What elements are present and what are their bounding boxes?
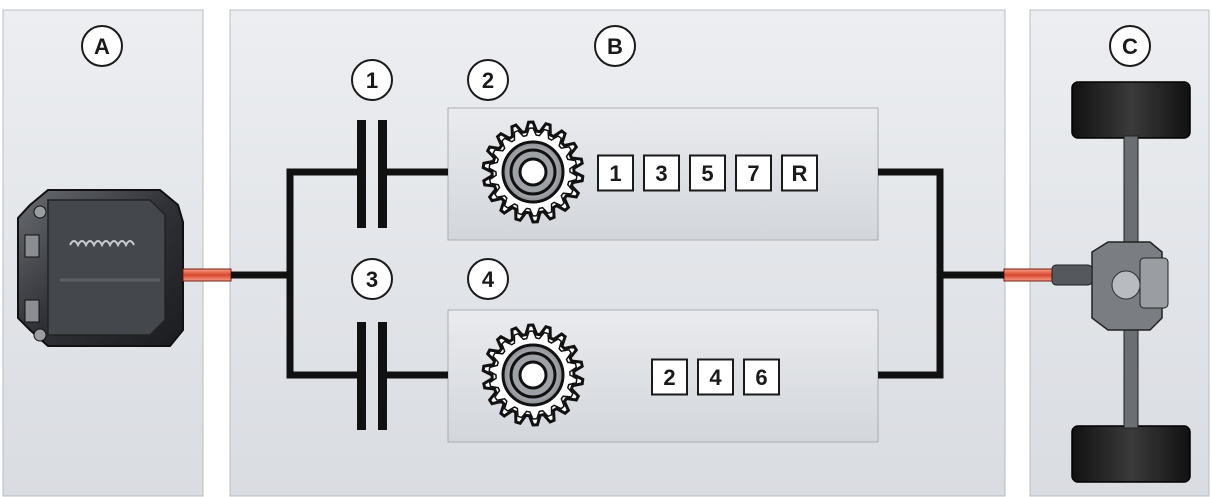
gear-box-label: 5 bbox=[701, 161, 713, 186]
engine-coupling bbox=[183, 269, 231, 281]
gearset-label-4: 4 bbox=[468, 259, 508, 299]
svg-text:2: 2 bbox=[482, 68, 494, 93]
gear-box-label: 1 bbox=[609, 161, 621, 186]
clutch-label-1: 1 bbox=[352, 60, 392, 100]
gear-box-2: 2 bbox=[652, 360, 687, 395]
gear-box-5: 5 bbox=[690, 156, 725, 191]
svg-text:A: A bbox=[94, 34, 110, 59]
svg-text:B: B bbox=[607, 34, 623, 59]
section-label-a: A bbox=[82, 26, 122, 66]
gear-box-3: 3 bbox=[644, 156, 679, 191]
gearset-label-2: 2 bbox=[468, 60, 508, 100]
svg-text:C: C bbox=[1122, 34, 1138, 59]
clutch-label-3: 3 bbox=[352, 259, 392, 299]
gear-box-label: 2 bbox=[663, 365, 675, 390]
section-label-c: C bbox=[1110, 26, 1150, 66]
svg-text:4: 4 bbox=[482, 267, 495, 292]
gear-box-label: 4 bbox=[709, 365, 722, 390]
gear-box-label: 3 bbox=[655, 161, 667, 186]
gear-box-1: 1 bbox=[598, 156, 633, 191]
gear-box-6: 6 bbox=[744, 360, 779, 395]
svg-text:3: 3 bbox=[366, 267, 378, 292]
gear-box-label: 6 bbox=[755, 365, 767, 390]
svg-text:1: 1 bbox=[366, 68, 378, 93]
engine-icon bbox=[18, 190, 183, 346]
gear-box-r: R bbox=[782, 156, 817, 191]
section-label-b: B bbox=[595, 26, 635, 66]
output-coupling bbox=[1004, 269, 1052, 281]
gear-box-4: 4 bbox=[698, 360, 733, 395]
gear-box-label: R bbox=[792, 161, 808, 186]
gear-box-label: 7 bbox=[747, 161, 759, 186]
gear-box-7: 7 bbox=[736, 156, 771, 191]
